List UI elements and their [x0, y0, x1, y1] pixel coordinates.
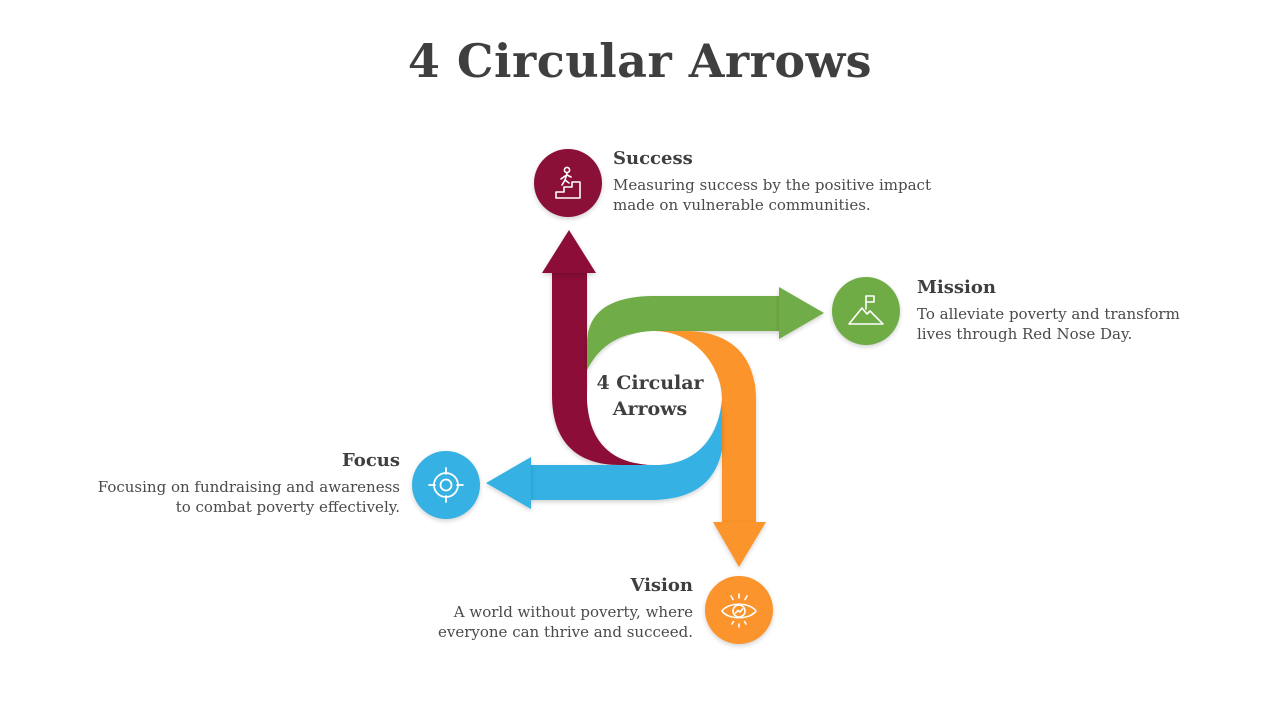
stairs-climber-icon: [555, 166, 581, 199]
focus-arrow-shaft: [530, 400, 722, 500]
mission-arrow-shaft: [587, 296, 780, 370]
vision-heading: Vision: [630, 575, 693, 596]
focus-arrowhead: [486, 457, 531, 509]
focus-line1: Focusing on fundraising and awareness: [97, 478, 400, 496]
success-arrowhead: [542, 230, 596, 273]
center-label-line2: Arrows: [612, 398, 688, 420]
focus-heading: Focus: [342, 450, 400, 471]
success-icon-circle: [534, 149, 602, 217]
success-line1: Measuring success by the positive impact: [613, 176, 931, 194]
center-label-line1: 4 Circular: [596, 372, 704, 394]
target-icon: [428, 467, 464, 503]
vision-line2: everyone can thrive and succeed.: [437, 623, 693, 641]
vision-arrowhead: [713, 522, 766, 567]
page-title: 4 Circular Arrows: [407, 34, 873, 88]
mission-icon-circle: [832, 277, 900, 345]
mountain-flag-icon: [848, 295, 884, 325]
mission-heading: Mission: [917, 277, 996, 298]
focus-description: Focusing on fundraising and awareness to…: [60, 477, 400, 517]
vision-arrow-shaft: [655, 331, 756, 523]
mission-arrowhead: [779, 287, 824, 339]
mission-text-block: Mission To alleviate poverty and transfo…: [917, 277, 1217, 344]
success-arrow-shaft: [552, 272, 655, 465]
success-line2: made on vulnerable communities.: [613, 196, 871, 214]
focus-line2: to combat poverty effectively.: [175, 498, 400, 516]
vision-line1: A world without poverty, where: [453, 603, 693, 621]
vision-description: A world without poverty, where everyone …: [393, 602, 693, 642]
eye-icon: [721, 593, 757, 628]
vision-icon-circle: [705, 576, 773, 644]
center-label: 4 Circular Arrows: [585, 370, 715, 422]
focus-text-block: Focus Focusing on fundraising and awaren…: [60, 450, 400, 517]
mission-line1: To alleviate poverty and transform: [917, 305, 1180, 323]
vision-text-block: Vision A world without poverty, where ev…: [393, 575, 693, 642]
focus-icon-circle: [412, 451, 480, 519]
center-circle: [587, 331, 721, 465]
mission-line2: lives through Red Nose Day.: [917, 325, 1133, 343]
success-heading: Success: [613, 148, 693, 169]
mission-description: To alleviate poverty and transform lives…: [917, 304, 1217, 344]
success-text-block: Success Measuring success by the positiv…: [613, 148, 953, 215]
success-description: Measuring success by the positive impact…: [613, 175, 953, 215]
